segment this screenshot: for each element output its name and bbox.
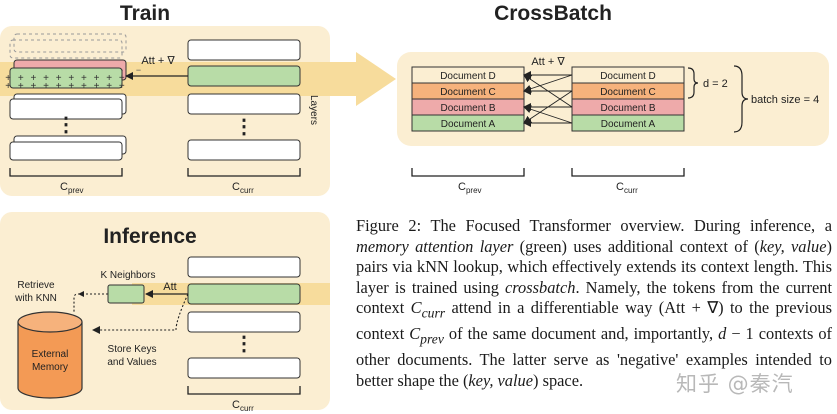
store-line2: and Values [107,357,156,368]
k-neighbors-box [107,284,145,304]
caption-c-prev: C [409,324,421,344]
memory-line1: External [32,349,69,360]
prev-dashed-layer-2 [9,39,123,59]
retrieve-dotted-line [73,293,108,312]
curr-ellipsis: ⋮ [234,116,254,138]
caption-c-curr: C [410,298,422,318]
curr-green-layer [187,65,301,87]
curr-layer-bottom [187,139,301,161]
retrieve-arrowhead [78,291,84,297]
caption-text-8: ) space. [533,370,584,390]
store-arrowhead [92,326,100,334]
caption-text-1: Figure 2: The Focused Transformer overvi… [356,216,832,235]
train-att-label: Att + ∇ [141,55,175,67]
train-title: Train [120,2,170,25]
curr-bracket [187,168,301,177]
caption-key-value-1: key, value [759,236,827,256]
caption-text-5: attend in a differentiable way (Att + ∇)… [356,298,832,344]
caption-memory-attention: memory attention layer [356,236,514,256]
inf-green-layer [187,283,301,305]
prev-dashed-layer-1 [13,33,127,53]
prev-bracket [9,168,123,177]
caption-text-4: . Namely, the tokens from the current co… [356,277,833,318]
cb-prev-label: Cprev [458,181,482,195]
right-doc-b-label: Document B [600,103,655,114]
inf-curr-bracket [187,386,301,395]
d-label: d = 2 [703,78,728,90]
inf-layer-top [187,256,301,278]
green-layer-plus-marks-2: + + + + + + + + + + [5,81,126,92]
external-memory-cylinder: External Memory [17,311,83,399]
inference-title: Inference [103,225,196,248]
retrieve-line1: Retrieve [17,280,55,291]
layers-label: Layers [308,95,319,125]
caption-key-value-2: key, value [468,370,534,390]
d-brace [687,67,699,99]
crossbatch-title: CrossBatch [494,2,612,25]
prev-green-layer [9,67,123,89]
figure-caption: Figure 2: The Focused Transformer overvi… [356,216,832,391]
left-doc-a-label: Document A [441,119,496,130]
retrieve-line2: with KNN [14,293,57,304]
caption-text-7: − 1 contexts of other documents. The lat… [356,324,832,390]
batch-brace [733,65,749,133]
prev-layer-front [9,98,123,120]
caption-prev-sub: prev [420,331,444,347]
store-dotted-line [100,293,189,331]
left-doc-d-label: Document D [440,71,496,82]
cb-curr-bracket [571,168,685,177]
right-doc-d-label: Document D [600,71,656,82]
cb-curr-label: Ccurr [616,181,638,195]
cb-prev-bracket [411,168,525,177]
right-doc-a-label: Document A [601,119,656,130]
left-doc-c-label: Document C [440,87,496,98]
inf-att-label: Att [163,281,176,293]
zoom-arrow [318,52,396,106]
inf-layer-bottom [187,357,301,379]
caption-text-6: of the same document and, importantly, [443,324,719,344]
train-curr-label: Ccurr [232,181,254,195]
caption-curr-sub: curr [421,305,446,321]
caption-d: d [718,324,727,344]
caption-text-2: (green) uses additional context of ( [513,236,760,256]
caption-text-3: ) pairs via kNN lookup, which effectivel… [356,236,832,297]
crossbatch-panel: CrossBatch Document D Document C Documen… [397,2,829,195]
inference-panel: Inference ⋮ Ccurr K Neighbors Att Retrie… [0,212,330,413]
prev-layer-bottom-front [9,141,123,161]
inf-layer-mid [187,311,301,333]
inf-ellipsis: ⋮ [234,333,254,355]
left-doc-b-label: Document B [440,103,495,114]
store-line1: Store Keys [108,344,157,355]
train-prev-label: Cprev [60,181,84,195]
curr-layer-mid [187,93,301,115]
inf-curr-label: Ccurr [232,399,254,413]
curr-layer-top [187,39,301,61]
right-doc-c-label: Document C [600,87,656,98]
prev-ellipsis: ⋮ [56,114,76,136]
crossbatch-att-label: Att + ∇ [531,56,565,68]
caption-crossbatch: crossbatch [505,277,576,297]
watermark: 知乎 @秦汽 [676,372,794,396]
green-layer-plus-marks: + + + + + + + + + + [5,73,126,84]
k-neighbors-label: K Neighbors [100,270,155,281]
crossbatch-attention-arrows [523,71,573,127]
train-panel: Train − − − − − − − − − + + + + + + + + … [0,2,330,196]
memory-line2: Memory [32,362,68,373]
batch-size-label: batch size = 4 [751,94,819,106]
